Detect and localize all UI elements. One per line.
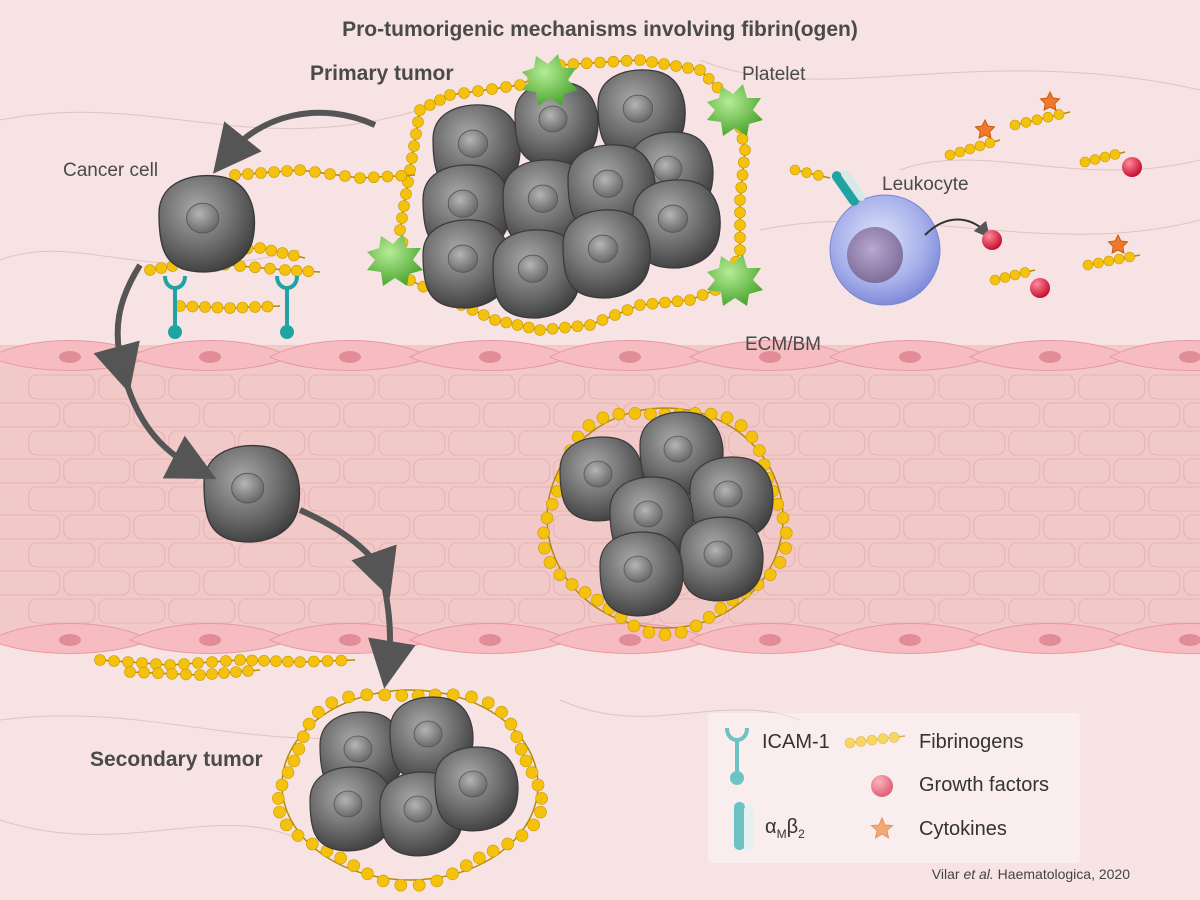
legend-graphics: [725, 727, 906, 850]
loose-fibrinogens: [94, 654, 356, 681]
label-cancer-cell: Cancer cell: [63, 160, 159, 181]
legend-cytokines-label: Cytokines: [919, 818, 1007, 840]
legend-alpha-beta-label: αMβ2: [765, 816, 805, 841]
arrow-to-secondary-tumor: [368, 574, 416, 689]
label-ecm-bm: ECM/BM: [745, 334, 821, 355]
arrow-to-extravasation: [298, 507, 397, 598]
endothelial-layer-bottom: [0, 623, 1200, 654]
label-primary-tumor: Primary tumor: [310, 62, 454, 85]
platelet: [707, 84, 763, 136]
citation: Vilar et al. Haematologica, 2020: [931, 866, 1130, 882]
arrow-to-migrating-cell: [120, 369, 217, 479]
arrow-primary-to-cancer-cell: [212, 109, 377, 174]
label-secondary-tumor: Secondary tumor: [90, 748, 263, 771]
legend-icam-label: ICAM-1: [762, 731, 830, 753]
secretion-arrow: [924, 218, 991, 239]
free-factors: [789, 90, 1142, 298]
legend: [708, 713, 1080, 863]
legend-cytokine-icon: [870, 816, 894, 839]
endothelial-layer-top: [0, 340, 1200, 371]
label-platelet: Platelet: [742, 64, 806, 85]
legend-alpha-beta-icon: [734, 802, 753, 850]
cancer-cell: [158, 174, 256, 273]
legend-icam-icon: [725, 727, 749, 785]
platelet: [707, 254, 763, 306]
icam-receptor: [163, 275, 187, 339]
legend-fibrinogens-label: Fibrinogens: [919, 731, 1024, 753]
secondary-tumor-fibrin: [272, 688, 548, 892]
platelet: [522, 54, 578, 106]
leukocyte: [829, 170, 991, 306]
platelets: [367, 54, 763, 306]
legend-growth-factor-icon: [871, 775, 893, 797]
legend-growth-factors-label: Growth factors: [919, 774, 1050, 796]
migration-arrows: [93, 109, 416, 689]
label-leukocyte: Leukocyte: [882, 174, 969, 195]
diagram-title: Pro-tumorigenic mechanisms involving fib…: [342, 18, 858, 41]
legend-fibrinogen-icon: [844, 732, 906, 749]
alpha-m-beta-2-receptor: [831, 170, 866, 206]
migrating-cancer-cell: [203, 444, 301, 543]
platelet: [367, 234, 423, 286]
icam-receptors: [163, 275, 299, 339]
arrow-cancer-cell-to-vessel: [93, 263, 143, 394]
icam-receptor: [275, 275, 299, 339]
